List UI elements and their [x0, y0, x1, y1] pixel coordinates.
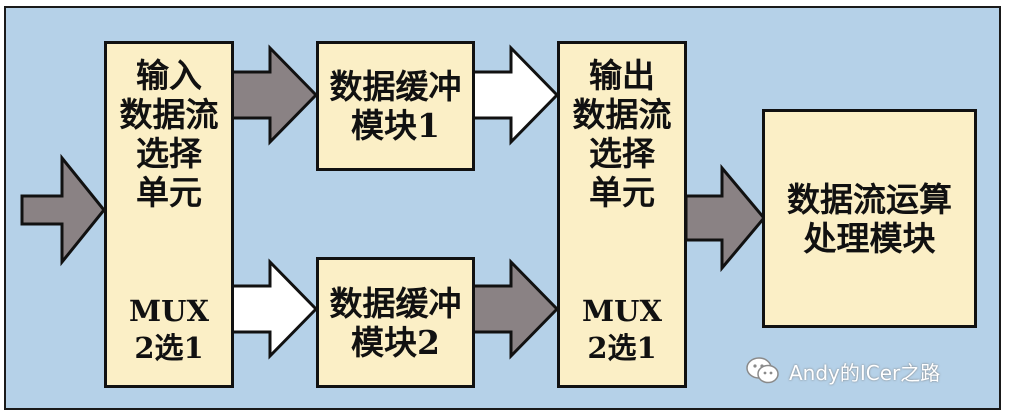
input-arrow: [20, 153, 106, 267]
processor-box: 数据流运算 处理模块: [762, 109, 977, 328]
arrow-from-buffer-1: [471, 44, 560, 146]
input-mux-label: MUX 2选1: [129, 294, 209, 365]
input-mux-box: 输入 数据流 选择 单元 MUX 2选1: [104, 41, 234, 388]
output-mux-label: MUX 2选1: [582, 294, 662, 365]
arrow-to-processor: [684, 163, 766, 273]
arrow-to-buffer-1: [230, 44, 319, 146]
buffer-1-box: 数据缓冲 模块1: [316, 41, 475, 171]
arrow-from-buffer-2: [471, 258, 560, 360]
buffer-2-box: 数据缓冲 模块2: [316, 257, 475, 388]
wechat-icon: [746, 357, 779, 384]
buffer-1-label: 数据缓冲 模块1: [329, 67, 462, 145]
watermark: Andy的ICer之路: [745, 356, 940, 386]
output-mux-box: 输出 数据流 选择 单元 MUX 2选1: [557, 41, 687, 388]
arrow-to-buffer-2: [230, 258, 319, 360]
output-mux-title: 输出 数据流 选择 单元: [572, 56, 672, 212]
watermark-text: Andy的ICer之路: [789, 360, 941, 385]
buffer-2-label: 数据缓冲 模块2: [329, 283, 462, 362]
processor-label: 数据流运算 处理模块: [787, 179, 952, 258]
input-mux-title: 输入 数据流 选择 单元: [119, 56, 219, 212]
